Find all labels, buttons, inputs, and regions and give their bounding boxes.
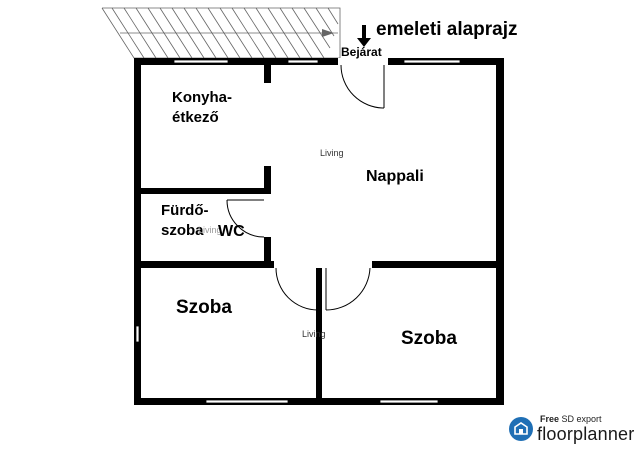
windows <box>135 59 461 404</box>
room-left-label: Szoba <box>176 297 232 318</box>
bathroom-tag: Living <box>198 225 222 235</box>
page-title: emeleti alaprajz <box>376 19 518 40</box>
entrance-label: Bejárat <box>341 45 382 59</box>
watermark-export-text: SD export <box>561 414 602 424</box>
watermark-free: Free <box>540 414 560 424</box>
kitchen-label-line1: Konyha- <box>172 89 232 106</box>
living-tag: Living <box>320 148 344 158</box>
watermark-brand: floorplanner <box>537 424 635 444</box>
wc-label: WC <box>218 223 245 240</box>
kitchen-label-line2: étkező <box>172 109 219 126</box>
entrance-arrow <box>357 25 371 47</box>
room-right-label: Szoba <box>401 328 457 349</box>
staircase <box>101 7 341 59</box>
watermark-export: Free SD export <box>540 414 602 424</box>
bathroom-label: Fürdő- szoba <box>161 201 208 241</box>
door-openings <box>264 58 388 268</box>
door-swings <box>226 64 385 311</box>
living-room-label: Nappali <box>366 168 424 185</box>
bedroom-tag: Living <box>302 329 326 339</box>
floorplanner-logo-icon <box>509 417 533 441</box>
bathroom-label-line1: Fürdő- <box>161 202 209 219</box>
bathroom-label-line2: szoba <box>161 222 204 239</box>
interior-walls <box>141 65 496 398</box>
kitchen-label: Konyha- étkező <box>172 88 232 128</box>
outer-walls <box>134 58 504 405</box>
